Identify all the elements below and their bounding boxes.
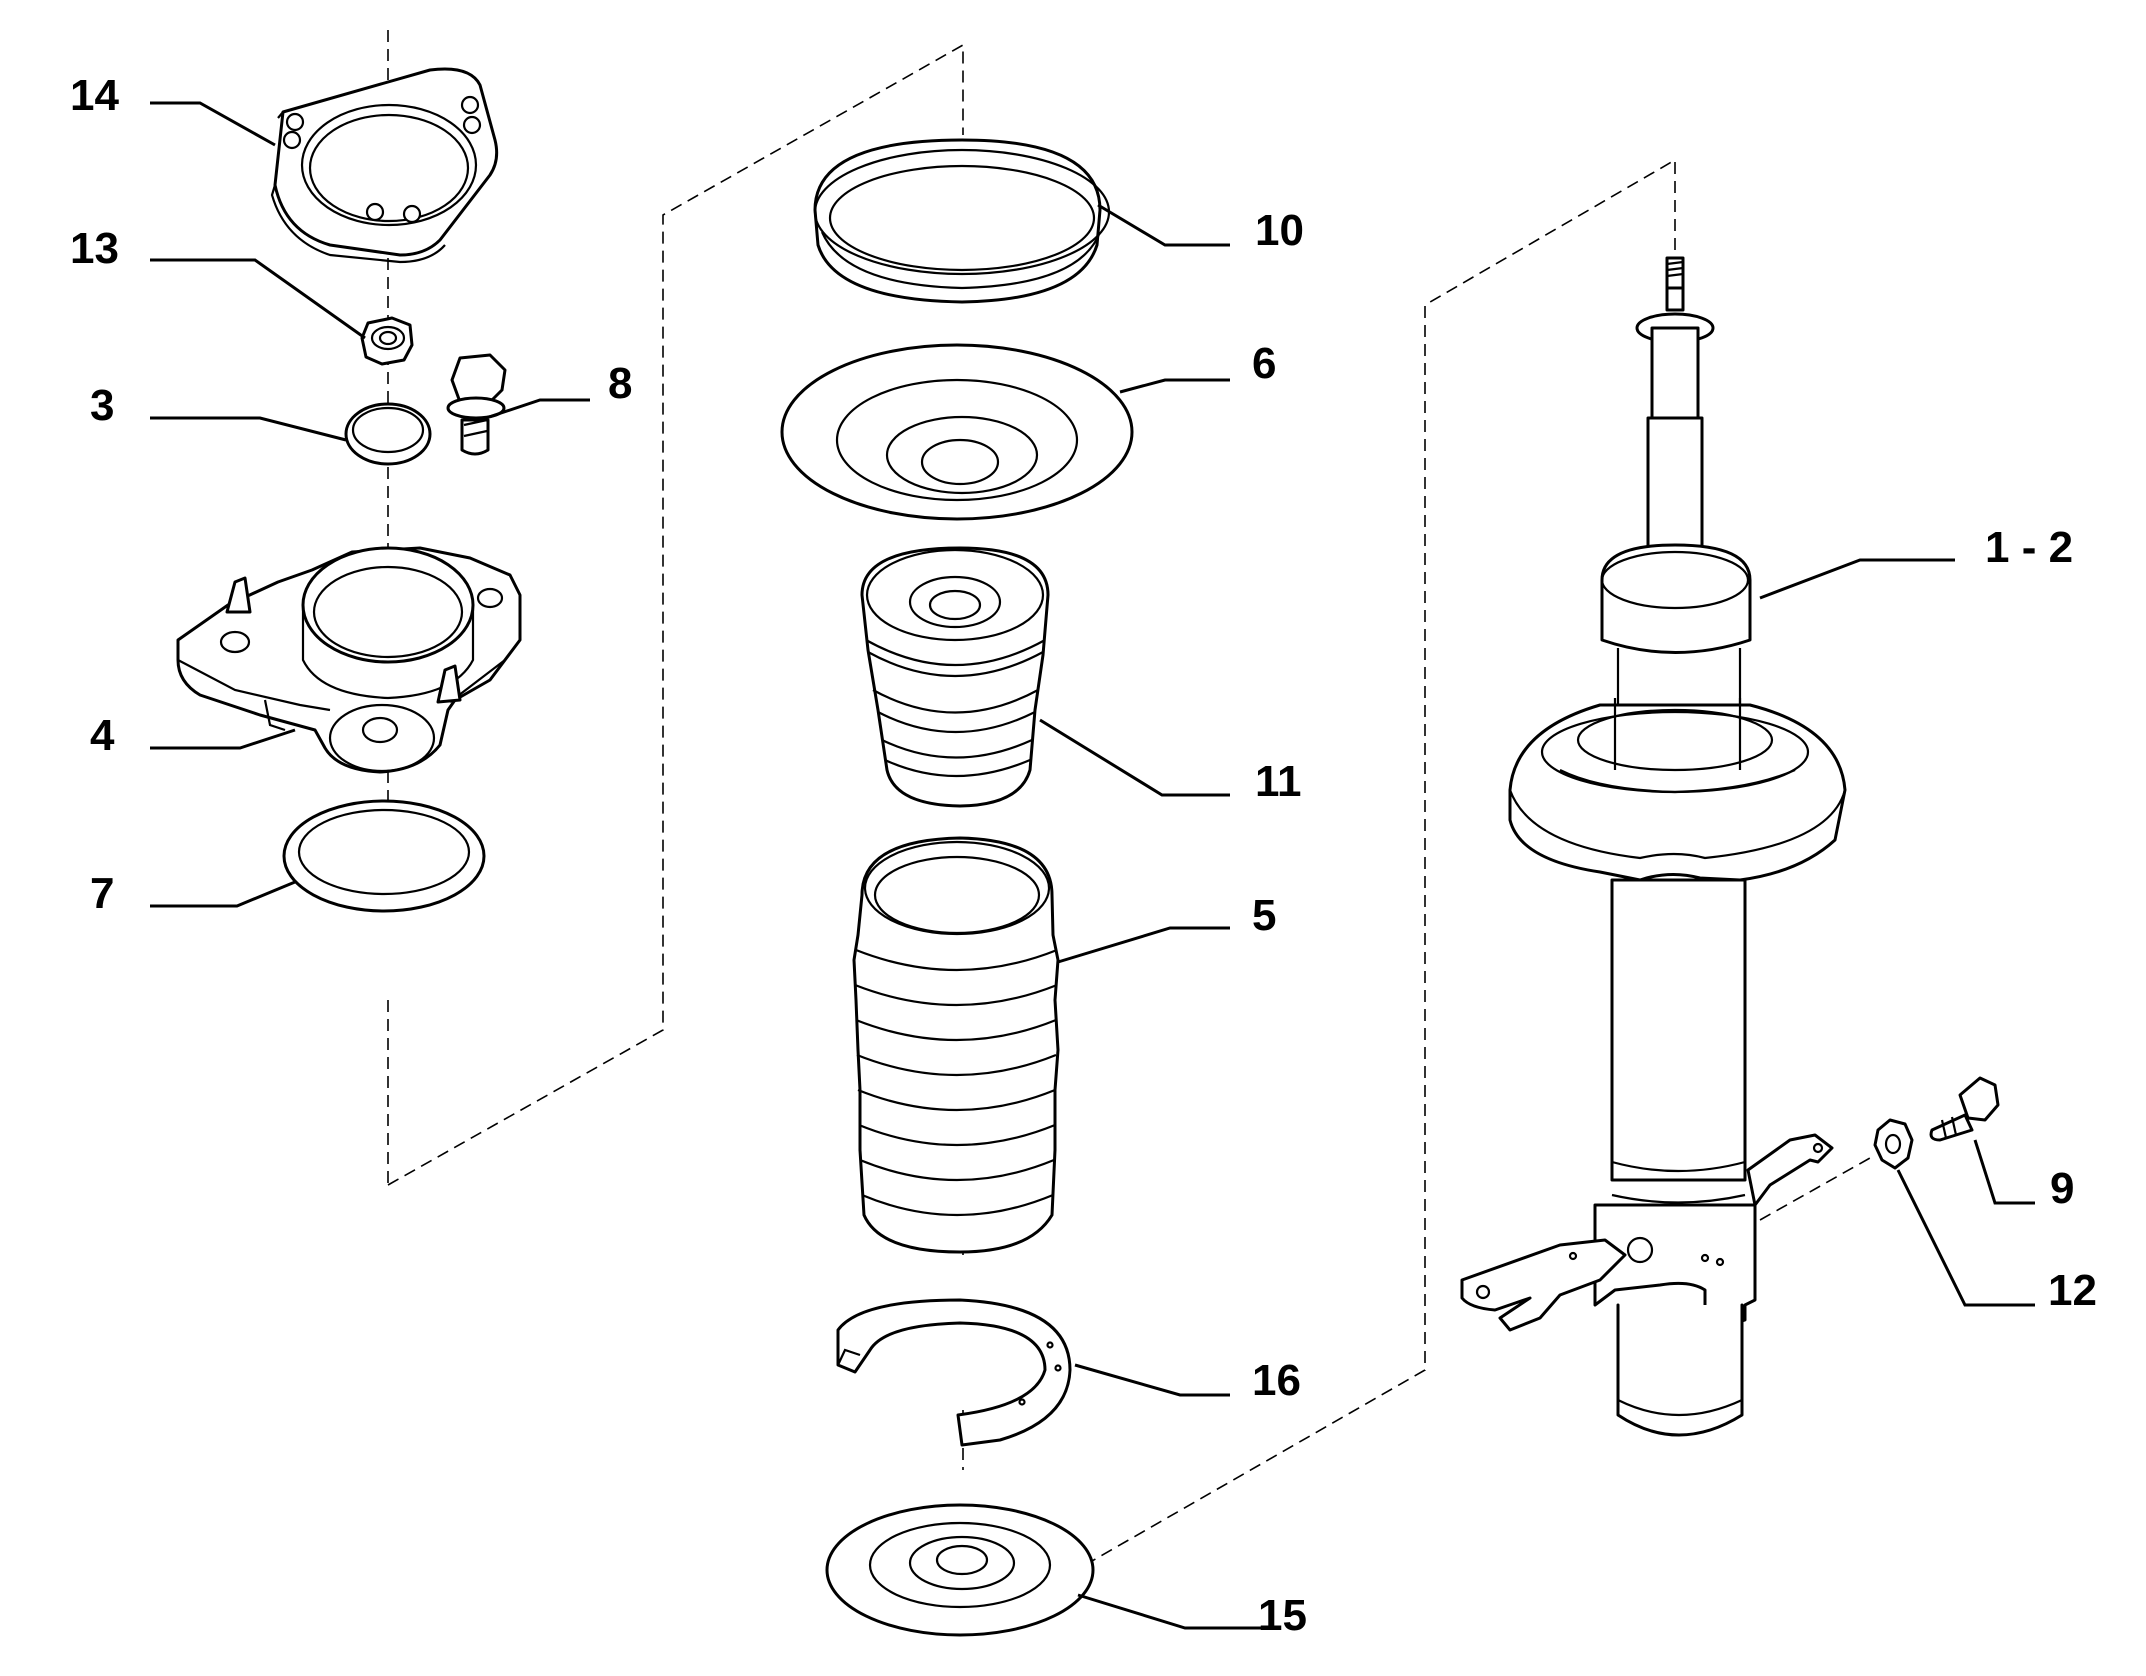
mount-seal-ring xyxy=(282,799,486,913)
strut-top-mount xyxy=(176,546,522,774)
leader-lines xyxy=(150,101,2035,1630)
label-part-7: 7 xyxy=(90,869,114,918)
upper-mount-plate xyxy=(270,67,499,264)
label-part-9: 9 xyxy=(2050,1164,2074,1213)
upper-spring-seat xyxy=(780,343,1134,521)
label-part-15: 15 xyxy=(1258,1591,1307,1640)
shock-absorber-strut xyxy=(1460,256,1847,1437)
label-part-13: 13 xyxy=(70,224,119,273)
label-part-3: 3 xyxy=(90,381,114,430)
label-part-10: 10 xyxy=(1255,206,1304,255)
spring-isolator xyxy=(836,1298,1072,1447)
bracket-nut xyxy=(1873,1118,1914,1170)
top-nut xyxy=(360,316,414,366)
label-part-14: 14 xyxy=(70,71,119,120)
strut-bearing xyxy=(813,138,1111,304)
flange-bolt xyxy=(446,353,507,456)
label-part-1-2: 1 - 2 xyxy=(1985,523,2073,572)
label-part-5: 5 xyxy=(1252,891,1276,940)
bump-stop xyxy=(860,546,1050,808)
label-part-4: 4 xyxy=(90,711,115,760)
lower-spring-pad xyxy=(825,1503,1095,1637)
label-part-12: 12 xyxy=(2048,1266,2097,1315)
small-ring xyxy=(344,402,432,466)
label-part-8: 8 xyxy=(608,359,632,408)
label-part-16: 16 xyxy=(1252,1356,1301,1405)
dust-boot xyxy=(852,836,1060,1254)
label-part-6: 6 xyxy=(1252,339,1276,388)
part-labels: 14 13 3 8 4 7 10 6 11 5 16 15 1 - 2 9 12 xyxy=(70,71,2097,1640)
label-part-11: 11 xyxy=(1255,757,1302,806)
bracket-bolt xyxy=(1929,1076,2000,1142)
